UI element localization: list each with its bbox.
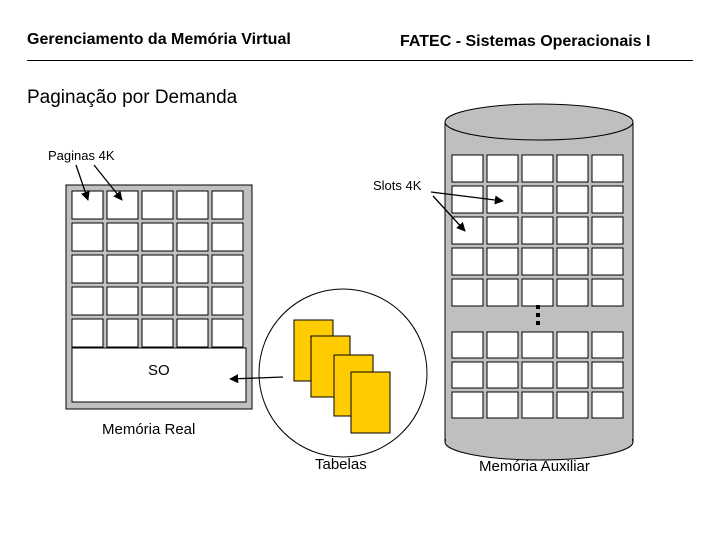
arrow-tables-to-os: [229, 374, 284, 384]
page-table-stack: [293, 319, 391, 434]
page-frame-cell: [71, 190, 104, 220]
page-frame-cell: [211, 190, 244, 220]
aux-slot-cell: [486, 216, 519, 245]
aux-slot-cell: [451, 247, 484, 276]
ellipsis-dot: [536, 305, 540, 309]
pages-label: Paginas 4K: [48, 148, 115, 163]
aux-slot-cell: [521, 185, 554, 214]
aux-slot-cell: [591, 331, 624, 359]
page-frame-cell: [106, 254, 139, 284]
page-frame-cell: [176, 254, 209, 284]
real-memory-page-grid: [71, 190, 244, 348]
page-frame-cell: [141, 222, 174, 252]
arrows: [75, 164, 504, 384]
aux-slot-cell: [486, 154, 519, 183]
page-frame-cell: [211, 318, 244, 348]
page-tables: [258, 288, 428, 458]
aux-slot-cell: [591, 247, 624, 276]
aux-slot-cell: [556, 361, 589, 389]
aux-slot-cell: [521, 361, 554, 389]
slots-label: Slots 4K: [373, 178, 422, 193]
aux-slot-cell: [591, 391, 624, 419]
os-label: SO: [148, 362, 170, 379]
aux-slot-cell: [591, 216, 624, 245]
aux-slot-cell: [451, 278, 484, 307]
aux-slot-cell: [486, 247, 519, 276]
cylinder-top: [444, 103, 634, 141]
aux-slot-cell: [486, 331, 519, 359]
ellipsis-dot: [536, 313, 540, 317]
aux-slot-cell: [556, 391, 589, 419]
aux-slot-cell: [451, 185, 484, 214]
page-frame-cell: [141, 286, 174, 316]
aux-slot-cell: [486, 391, 519, 419]
aux-slot-cell: [451, 331, 484, 359]
slide-title: Paginação por Demanda: [27, 87, 238, 108]
aux-slot-cell: [451, 154, 484, 183]
os-area: [71, 347, 247, 403]
header-left-title: Gerenciamento da Memória Virtual: [27, 31, 291, 48]
page-frame-cell: [211, 286, 244, 316]
ellipsis-dot: [536, 321, 540, 325]
page-frame-cell: [106, 190, 139, 220]
page-frame-cell: [176, 190, 209, 220]
page-frame-cell: [141, 318, 174, 348]
page-frame-cell: [176, 222, 209, 252]
page-frame-cell: [211, 222, 244, 252]
aux-slot-cell: [556, 154, 589, 183]
page-frame-cell: [71, 254, 104, 284]
aux-slot-cell: [486, 278, 519, 307]
header-divider: [27, 60, 693, 61]
page-frame-cell: [141, 254, 174, 284]
aux-slot-cell: [521, 154, 554, 183]
page-frame-cell: [106, 286, 139, 316]
auxiliary-memory: [444, 103, 634, 461]
aux-slot-cell: [521, 391, 554, 419]
aux-slot-cell: [451, 361, 484, 389]
page-frame-cell: [176, 286, 209, 316]
header-right-title: FATEC - Sistemas Operacionais I: [400, 33, 651, 50]
aux-memory-label: Memória Auxiliar: [479, 458, 590, 475]
page-frame-cell: [71, 222, 104, 252]
aux-slot-cell: [591, 278, 624, 307]
page-frame-cell: [71, 286, 104, 316]
aux-slot-cell: [556, 247, 589, 276]
page-frame-cell: [71, 318, 104, 348]
aux-slot-cell: [521, 331, 554, 359]
aux-slot-cell: [451, 391, 484, 419]
auxiliary-slot-grid: [451, 154, 624, 419]
page-frame-cell: [141, 190, 174, 220]
aux-slot-cell: [521, 247, 554, 276]
arrow-slots-1: [430, 191, 504, 205]
real-memory: [65, 184, 253, 410]
arrow-pages-1: [75, 164, 90, 201]
arrow-pages-2: [93, 164, 123, 201]
aux-slot-cell: [521, 216, 554, 245]
real-memory-label: Memória Real: [102, 421, 196, 438]
page-frame-cell: [176, 318, 209, 348]
aux-slot-cell: [486, 361, 519, 389]
aux-slot-cell: [591, 185, 624, 214]
aux-slot-cell: [591, 361, 624, 389]
aux-slot-cell: [556, 185, 589, 214]
aux-slot-cell: [591, 154, 624, 183]
aux-slot-cell: [556, 278, 589, 307]
tables-label: Tabelas: [315, 456, 367, 473]
page-table-sheet: [350, 371, 391, 434]
aux-slot-cell: [556, 216, 589, 245]
page-frame-cell: [106, 318, 139, 348]
arrow-slots-2: [432, 195, 466, 232]
aux-slot-cell: [556, 331, 589, 359]
page-frame-cell: [211, 254, 244, 284]
aux-slot-cell: [521, 278, 554, 307]
page-frame-cell: [106, 222, 139, 252]
